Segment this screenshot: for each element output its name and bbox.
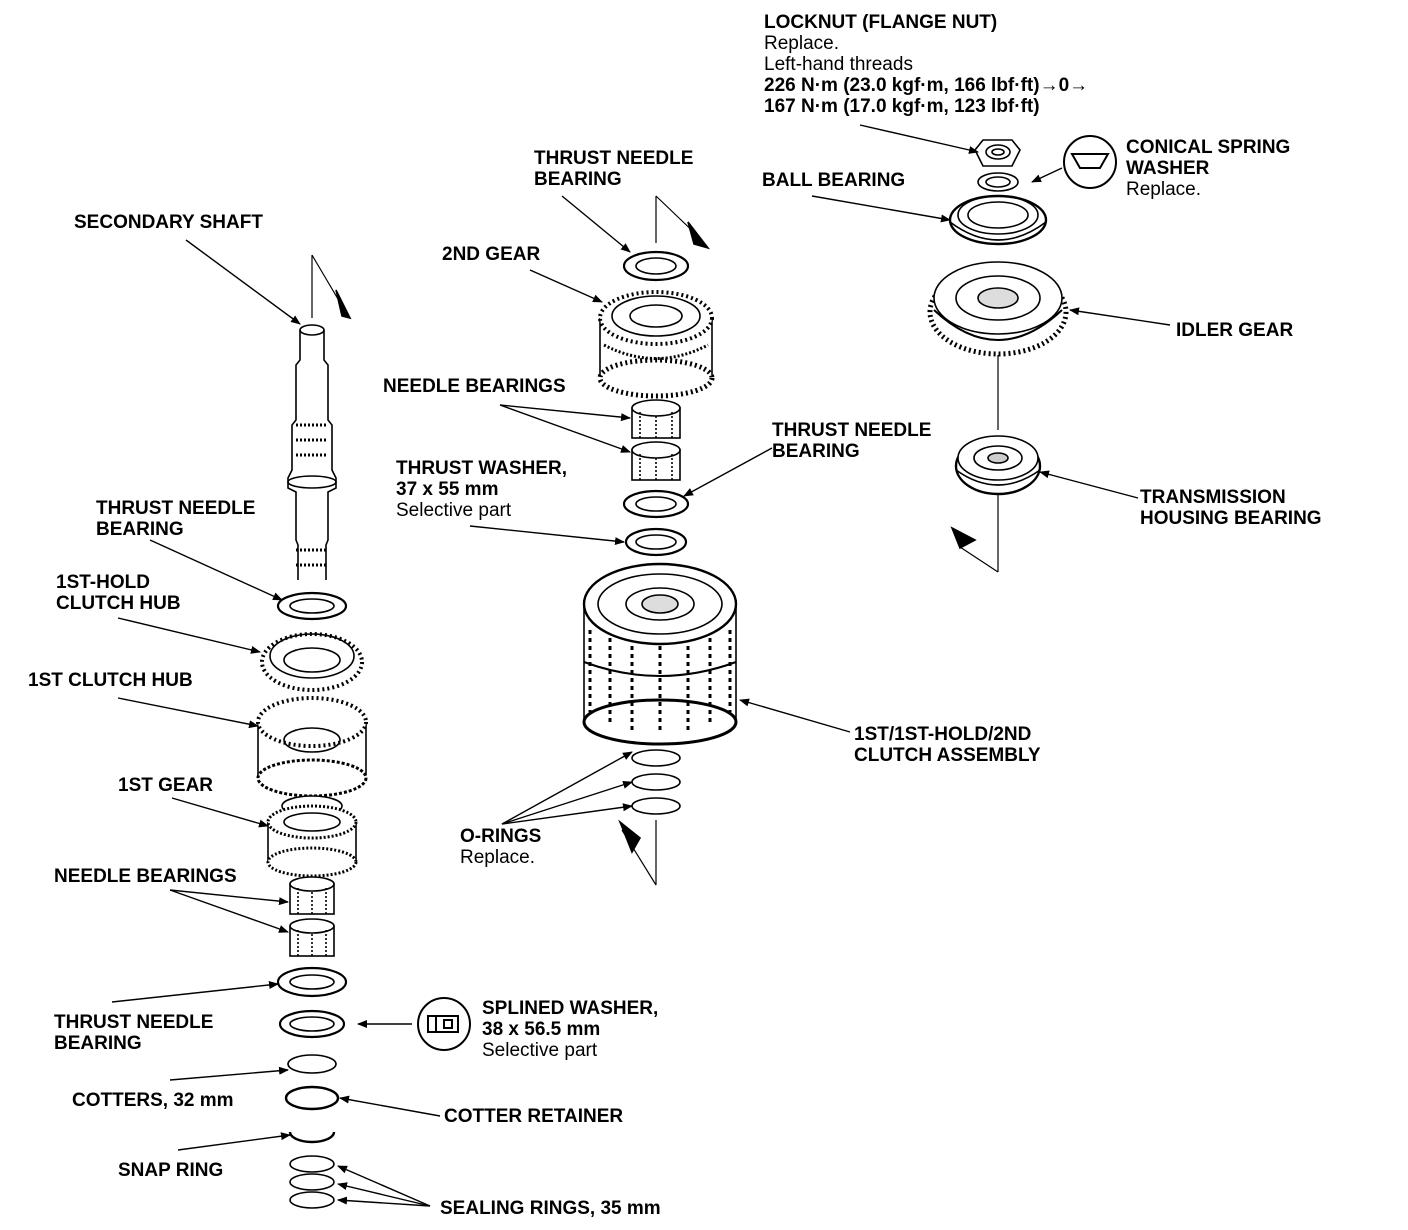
thrust-needle-bearing-left-upper-line2: BEARING [96,519,184,540]
direction-arrow-icon [335,289,352,320]
cotter-retainer-part [284,1085,340,1111]
first-hold-clutch-hub-part [260,632,364,692]
locknut-torque-2: 167 N·m (17.0 kgf·m, 123 lbf·ft) [764,96,1040,117]
thrust-needle-bearing-left-upper-callout: THRUST NEEDLE BEARING [96,498,255,540]
splined-washer-note: Selective part [482,1040,598,1061]
thrust-needle-bearing-left-upper-line1: THRUST NEEDLE [96,498,256,519]
locknut-callout: LOCKNUT (FLANGE NUT) Replace. Left-hand … [764,12,1088,117]
thrust-needle-bearing-left-lower-callout: THRUST NEEDLE BEARING [54,1012,213,1054]
conical-spring-washer-line2: WASHER [1126,158,1210,179]
thrust-needle-bearing-mid-line1: THRUST NEEDLE [772,420,932,441]
thrust-washer-line2: 37 x 55 mm [396,479,499,500]
direction-arrow-icon [618,819,642,854]
thrust-needle-bearing-part [276,966,348,998]
ball-bearing-label: BALL BEARING [762,170,906,191]
first-hold-clutch-hub-line2: CLUTCH HUB [56,593,181,614]
leader-lines [111,124,1171,1207]
thrust-washer-line1: THRUST WASHER, [396,458,567,479]
sealing-ring-part [289,1155,335,1209]
second-gear-label: 2ND GEAR [442,244,541,265]
thrust-needle-bearing-part [276,591,348,621]
first-clutch-hub-label: 1ST CLUTCH HUB [28,670,193,691]
clutch-assembly-line1: 1ST/1ST-HOLD/2ND [854,724,1032,745]
thrust-needle-bearing-top-line1: THRUST NEEDLE [534,148,694,169]
locknut-title: LOCKNUT (FLANGE NUT) [764,12,998,33]
needle-bearing-part [289,918,335,958]
ball-bearing-part [948,194,1048,246]
transmission-housing-bearing-callout: TRANSMISSION HOUSING BEARING [1140,487,1322,529]
first-hold-clutch-hub-callout: 1ST-HOLD CLUTCH HUB [56,572,181,614]
splined-washer-part [278,1009,346,1039]
first-gear-part [266,795,358,878]
thrust-needle-bearing-mid-line2: BEARING [772,441,860,462]
o-rings-note: Replace. [460,847,535,868]
splined-washer-line2: 38 x 56.5 mm [482,1019,601,1040]
direction-arrow-icon [687,221,711,250]
locknut-part [974,139,1021,167]
torque-arrow: →0→ [1039,75,1089,96]
first-hold-clutch-hub-line1: 1ST-HOLD [56,572,150,593]
thrust-needle-bearing-mid-callout: THRUST NEEDLE BEARING [772,420,931,462]
conical-spring-washer-part [977,172,1019,192]
cotters-label: COTTERS, 32 mm [72,1090,234,1111]
cotter-retainer-label: COTTER RETAINER [444,1106,624,1127]
thrust-washer-note: Selective part [396,500,512,521]
splined-washer-line1: SPLINED WASHER, [482,998,659,1019]
conical-spring-washer-callout: CONICAL SPRING WASHER Replace. [1126,137,1290,200]
transmission-housing-bearing-line1: TRANSMISSION [1140,487,1286,508]
thrust-needle-bearing-part [622,250,690,282]
snap-ring-label: SNAP RING [118,1160,224,1181]
o-rings-callout: O-RINGS Replace. [460,826,541,868]
thrust-needle-bearing-top-callout: THRUST NEEDLE BEARING [534,148,693,190]
splined-washer-callout: SPLINED WASHER, 38 x 56.5 mm Selective p… [482,998,658,1061]
first-clutch-hub-part [256,696,368,798]
secondary-shaft-label: SECONDARY SHAFT [74,212,263,233]
secondary-shaft-stack [256,254,368,1209]
locknut-note-threads: Left-hand threads [764,54,913,75]
needle-bearings-left-label: NEEDLE BEARINGS [54,866,237,887]
thrust-washer-part [624,527,688,557]
clutch-stack [582,195,738,886]
idler-gear-stack [927,139,1069,573]
idler-gear-label: IDLER GEAR [1176,320,1294,341]
conical-spring-washer-line1: CONICAL SPRING [1126,137,1291,158]
thrust-needle-bearing-top-line2: BEARING [534,169,622,190]
thrust-needle-bearing-left-lower-line1: THRUST NEEDLE [54,1012,214,1033]
locknut-note-replace: Replace. [764,33,839,54]
clutch-assembly-callout: 1ST/1ST-HOLD/2ND CLUTCH ASSEMBLY [854,724,1041,766]
needle-bearing-part [631,399,681,440]
thrust-washer-callout: THRUST WASHER, 37 x 55 mm Selective part [396,458,567,521]
secondary-shaft-part [287,324,337,580]
second-gear-part [597,290,715,399]
conical-spring-washer-note: Replace. [1126,179,1201,200]
thrust-needle-bearing-left-lower-line2: BEARING [54,1033,142,1054]
clutch-assembly-part [582,562,738,746]
snap-ring-part [288,1131,336,1144]
direction-arrow-icon [950,526,977,550]
transmission-housing-bearing-part [954,435,1042,496]
splined-washer-icon [417,997,471,1051]
cotters-part [287,1054,337,1074]
needle-bearing-part [289,876,335,916]
idler-gear-part [927,261,1069,357]
first-gear-label: 1ST GEAR [118,775,214,796]
o-ring-part [631,749,681,815]
needle-bearing-part [631,441,681,482]
thrust-needle-bearing-part [622,489,690,519]
locknut-torque-1: 226 N·m (23.0 kgf·m, 166 lbf·ft) [764,75,1040,96]
conical-spring-washer-icon [1063,135,1117,189]
clutch-assembly-line2: CLUTCH ASSEMBLY [854,745,1041,766]
transmission-housing-bearing-line2: HOUSING BEARING [1140,508,1322,529]
sealing-rings-label: SEALING RINGS, 35 mm [440,1198,661,1219]
needle-bearings-mid-label: NEEDLE BEARINGS [383,376,566,397]
o-rings-title: O-RINGS [460,826,542,847]
